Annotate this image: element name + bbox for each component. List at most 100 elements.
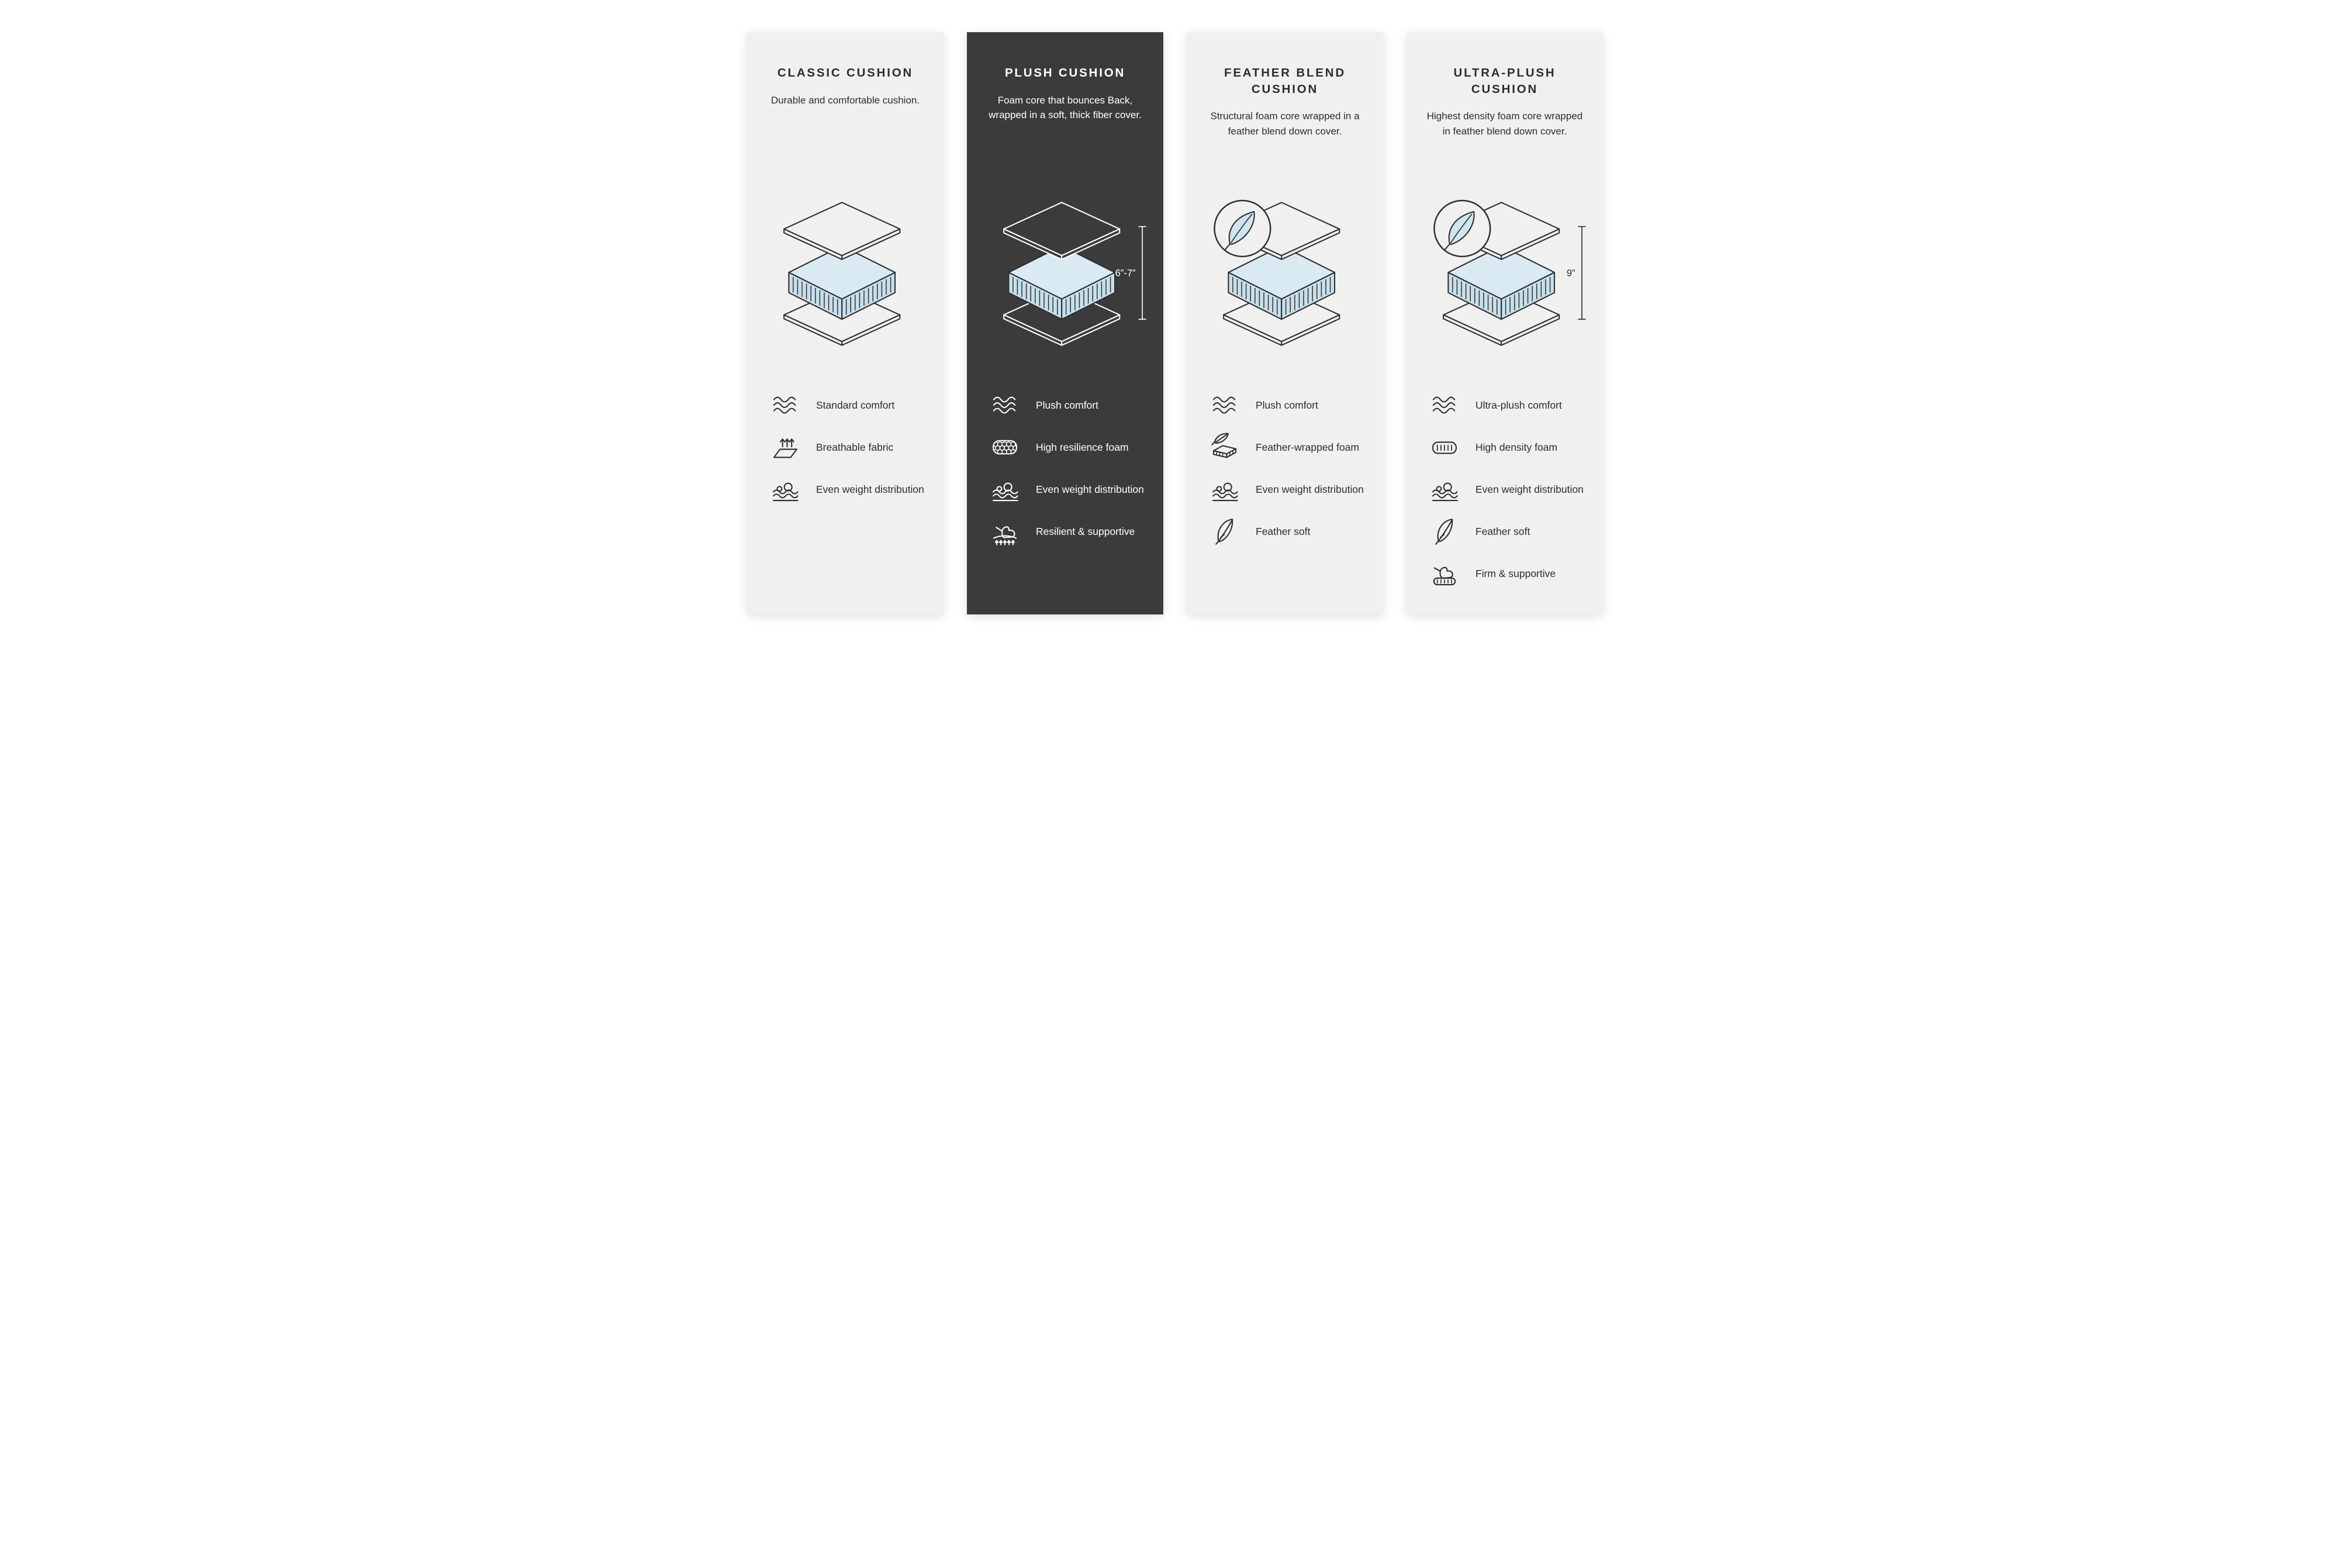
card-title: ULTRA-PLUSH CUSHION xyxy=(1453,66,1556,96)
even-weight-icon xyxy=(1429,474,1460,505)
firm-hand-icon xyxy=(1433,567,1456,586)
card-description: Structural foam core wrapped in a feathe… xyxy=(1210,110,1360,137)
cushion-card-plush: PLUSH CUSHION Foam core that bounces Bac… xyxy=(967,32,1163,614)
even-weight-icon xyxy=(993,482,1018,502)
feature-label: Even weight distribution xyxy=(1475,483,1584,495)
feature-row: Ultra-plush comfort xyxy=(1429,390,1588,420)
card-description: Durable and comfortable cushion. xyxy=(770,94,920,106)
feature-row: Firm & supportive xyxy=(1429,558,1588,589)
firm-hand-icon xyxy=(1429,558,1460,589)
foam-core-layer xyxy=(1008,245,1116,320)
foam-core-layer xyxy=(1447,245,1556,320)
feature-label: Breathable fabric xyxy=(816,441,894,453)
resilient-hand-icon xyxy=(989,516,1021,547)
feature-row: Plush comfort xyxy=(989,390,1148,420)
even-weight-icon xyxy=(773,482,799,502)
card-title: FEATHER BLEND CUSHION xyxy=(1224,66,1346,96)
feature-row: Even weight distribution xyxy=(989,474,1148,505)
cushion-layers-svg: 9” xyxy=(1433,199,1586,346)
feather-foam-icon xyxy=(1211,433,1237,458)
breathable-fabric-icon xyxy=(769,432,801,462)
cushion-cover-layer xyxy=(783,202,901,260)
feather-foam-icon xyxy=(1209,432,1240,462)
cushion-cover-layer xyxy=(1003,202,1121,260)
feature-row: Even weight distribution xyxy=(769,474,928,505)
even-weight-icon xyxy=(1432,482,1458,502)
feature-row: Feather soft xyxy=(1209,516,1368,547)
feature-label: Standard comfort xyxy=(816,399,895,411)
height-measurement: 6”-7” xyxy=(1115,226,1146,320)
card-title: PLUSH CUSHION xyxy=(1004,66,1126,80)
feature-label: Even weight distribution xyxy=(816,483,924,495)
height-measurement: 9” xyxy=(1567,226,1586,320)
feature-label: Feather soft xyxy=(1256,525,1311,537)
waves-icon xyxy=(769,390,801,420)
feature-row: Standard comfort xyxy=(769,390,928,420)
waves-icon xyxy=(989,390,1021,420)
density-foam-icon xyxy=(1432,441,1457,454)
feature-label: Even weight distribution xyxy=(1036,483,1144,495)
feature-label: High resilience foam xyxy=(1036,441,1129,453)
feature-label: Firm & supportive xyxy=(1475,567,1556,579)
feature-label: Even weight distribution xyxy=(1256,483,1364,495)
resilient-hand-icon xyxy=(993,526,1017,545)
foam-core-layer xyxy=(1228,245,1336,320)
density-foam-icon xyxy=(1429,432,1460,462)
waves-icon xyxy=(1212,396,1236,414)
cushion-comparison-board: CLASSIC CUSHION Durable and comfortable … xyxy=(0,0,2350,647)
cushion-layers-diagram xyxy=(762,173,928,375)
card-description: Foam core that bounces Back, wrapped in … xyxy=(989,94,1142,121)
waves-icon xyxy=(1429,390,1460,420)
measurement-label: 9” xyxy=(1567,268,1575,279)
cushion-layers-svg xyxy=(1214,199,1340,346)
card-header: FEATHER BLEND CUSHION Structural foam co… xyxy=(1202,65,1368,173)
card-title: CLASSIC CUSHION xyxy=(777,66,914,80)
feather-badge xyxy=(1214,199,1271,258)
feature-label: Feather soft xyxy=(1475,525,1530,537)
feature-row: High resilience foam xyxy=(989,432,1148,462)
feature-label: Resilient & supportive xyxy=(1036,525,1135,537)
waves-icon xyxy=(1209,390,1240,420)
foam-core-layer xyxy=(788,245,896,320)
breathable-fabric-icon xyxy=(773,438,797,458)
feature-label: Ultra-plush comfort xyxy=(1475,399,1562,411)
card-header: ULTRA-PLUSH CUSHION Highest density foam… xyxy=(1422,65,1588,173)
card-description: Highest density foam core wrapped in fea… xyxy=(1426,110,1583,137)
feature-row: High density foam xyxy=(1429,432,1588,462)
even-weight-icon xyxy=(769,474,801,505)
honeycomb-foam-icon xyxy=(989,432,1021,462)
feature-row: Even weight distribution xyxy=(1209,474,1368,505)
feather-icon xyxy=(1215,519,1233,545)
cushion-layers-diagram: 9” xyxy=(1422,173,1588,375)
even-weight-icon xyxy=(989,474,1021,505)
feature-row: Plush comfort xyxy=(1209,390,1368,420)
cushion-layers-diagram xyxy=(1202,173,1368,375)
waves-icon xyxy=(993,396,1016,414)
feature-row: Resilient & supportive xyxy=(989,516,1148,547)
even-weight-icon xyxy=(1209,474,1240,505)
waves-icon xyxy=(773,396,796,414)
feature-label: Plush comfort xyxy=(1256,399,1318,411)
even-weight-icon xyxy=(1212,482,1238,502)
feature-label: Plush comfort xyxy=(1036,399,1098,411)
feature-label: High density foam xyxy=(1475,441,1558,453)
feather-icon xyxy=(1209,516,1240,547)
waves-icon xyxy=(1432,396,1456,414)
feature-row: Breathable fabric xyxy=(769,432,928,462)
feather-icon xyxy=(1429,516,1460,547)
feather-icon xyxy=(1435,519,1453,545)
cushion-card-feather-blend: FEATHER BLEND CUSHION Structural foam co… xyxy=(1187,32,1383,614)
cushion-card-classic: CLASSIC CUSHION Durable and comfortable … xyxy=(747,32,944,614)
cushion-layers-diagram: 6”-7” xyxy=(982,173,1148,375)
card-header: CLASSIC CUSHION Durable and comfortable … xyxy=(762,65,928,173)
cushion-card-ultra-plush: ULTRA-PLUSH CUSHION Highest density foam… xyxy=(1406,32,1603,614)
cushion-layers-svg xyxy=(783,202,901,346)
card-header: PLUSH CUSHION Foam core that bounces Bac… xyxy=(982,65,1148,173)
cushion-layers-svg: 6”-7” xyxy=(1003,202,1146,346)
measurement-label: 6”-7” xyxy=(1115,268,1136,279)
feature-row: Feather soft xyxy=(1429,516,1588,547)
